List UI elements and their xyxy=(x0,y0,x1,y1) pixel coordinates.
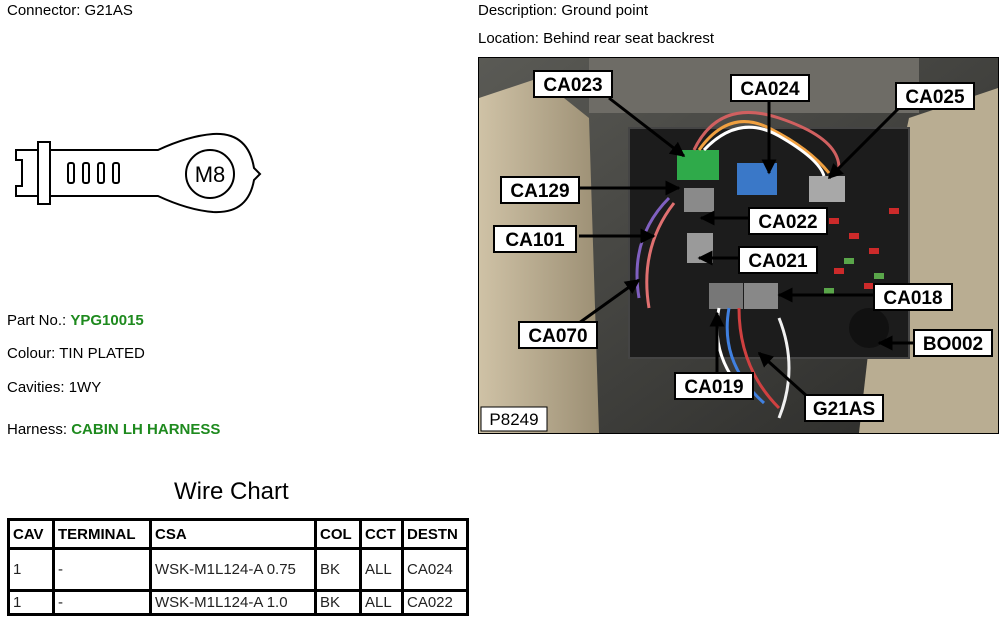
col-cell: BK xyxy=(314,547,362,592)
stud-size-label: M8 xyxy=(195,162,226,187)
svg-text:CA022: CA022 xyxy=(758,212,817,233)
wire-chart-table: CAV TERMINAL CSA COL CCT DESTN 1 - WSK-M… xyxy=(7,518,469,616)
svg-text:P8249: P8249 xyxy=(489,410,538,429)
description-value: Ground point xyxy=(561,2,649,19)
terminal-cell: - xyxy=(52,589,152,616)
harness-line: Harness: CABIN LH HARNESS xyxy=(7,421,220,438)
connector-value: G21AS xyxy=(84,2,133,19)
col-csa-header: CSA xyxy=(149,518,317,550)
part-no-label: Part No.: xyxy=(7,312,67,329)
destn-cell: CA022 xyxy=(401,589,469,616)
svg-text:CA019: CA019 xyxy=(684,377,743,398)
cavities-value: 1WY xyxy=(68,379,102,396)
table-row: 1 - WSK-M1L124-A 1.0 BK ALL CA022 xyxy=(7,589,469,616)
location-label: Location: xyxy=(478,30,539,47)
col-destn-header: DESTN xyxy=(401,518,469,550)
cavities-line: Cavities: 1WY xyxy=(7,379,101,396)
callout-ca101: CA101 xyxy=(493,225,577,253)
blue-connector xyxy=(737,163,777,195)
csa-cell: WSK-M1L124-A 1.0 xyxy=(149,589,317,616)
svg-text:BO002: BO002 xyxy=(923,334,983,355)
csa-cell: WSK-M1L124-A 0.75 xyxy=(149,547,317,592)
svg-text:CA021: CA021 xyxy=(748,251,808,272)
callout-ca024: CA024 xyxy=(730,74,810,102)
part-no-link[interactable]: YPG10015 xyxy=(70,312,144,329)
table-header-row: CAV TERMINAL CSA COL CCT DESTN xyxy=(7,518,469,550)
location-photo: CA023 CA024 CA025 CA129 CA022 CA101 xyxy=(478,57,999,434)
svg-text:CA070: CA070 xyxy=(528,326,587,347)
location-value: Behind rear seat backrest xyxy=(543,30,714,47)
callout-ca070: CA070 xyxy=(518,321,598,349)
callout-ca025: CA025 xyxy=(895,82,975,110)
photo-id-tag: P8249 xyxy=(480,406,548,432)
harness-label: Harness: xyxy=(7,421,68,438)
destn-cell: CA024 xyxy=(401,547,469,592)
cav-cell: 1 xyxy=(7,547,55,592)
colour-label: Colour: xyxy=(7,345,56,362)
cavities-label: Cavities: xyxy=(7,379,65,396)
seat-left xyxy=(479,78,599,433)
location-photo-illustration: CA023 CA024 CA025 CA129 CA022 CA101 xyxy=(479,58,998,433)
colour-line: Colour: TIN PLATED xyxy=(7,345,145,362)
col-terminal-header: TERMINAL xyxy=(52,518,152,550)
svg-text:CA025: CA025 xyxy=(905,87,965,108)
svg-text:CA023: CA023 xyxy=(543,75,602,96)
description-label: Description: xyxy=(478,2,558,19)
col-cell: BK xyxy=(314,589,362,616)
callout-ca023: CA023 xyxy=(533,70,613,98)
svg-text:CA018: CA018 xyxy=(883,288,942,309)
callout-ca022: CA022 xyxy=(748,207,828,235)
svg-text:CA024: CA024 xyxy=(740,79,800,100)
terminal-cell: - xyxy=(52,547,152,592)
harness-link[interactable]: CABIN LH HARNESS xyxy=(71,421,221,438)
svg-text:CA129: CA129 xyxy=(510,181,569,202)
wire-chart-title: Wire Chart xyxy=(174,478,289,505)
callout-ca018: CA018 xyxy=(873,283,953,311)
col-col-header: COL xyxy=(314,518,362,550)
cav-cell: 1 xyxy=(7,589,55,616)
callout-labels: CA023 CA024 CA025 CA129 CA022 CA101 xyxy=(480,70,993,432)
connector-label: Connector: xyxy=(7,2,81,19)
col-cct-header: CCT xyxy=(359,518,404,550)
col-cav-header: CAV xyxy=(7,518,55,550)
callout-ca129: CA129 xyxy=(500,176,580,204)
ring-terminal-drawing: M8 xyxy=(15,132,262,214)
callout-bo002: BO002 xyxy=(913,329,993,357)
callout-ca019: CA019 xyxy=(674,372,754,400)
cct-cell: ALL xyxy=(359,589,404,616)
svg-text:CA101: CA101 xyxy=(505,230,565,251)
svg-text:G21AS: G21AS xyxy=(813,399,875,420)
part-no-line: Part No.: YPG10015 xyxy=(7,312,144,329)
colour-value: TIN PLATED xyxy=(59,345,145,362)
table-row: 1 - WSK-M1L124-A 0.75 BK ALL CA024 xyxy=(7,547,469,592)
description-line: Description: Ground point xyxy=(478,2,648,19)
cct-cell: ALL xyxy=(359,547,404,592)
callout-g21as: G21AS xyxy=(804,394,884,422)
connector-line: Connector: G21AS xyxy=(7,2,133,19)
callout-ca021: CA021 xyxy=(738,246,818,274)
location-line: Location: Behind rear seat backrest xyxy=(478,30,714,47)
